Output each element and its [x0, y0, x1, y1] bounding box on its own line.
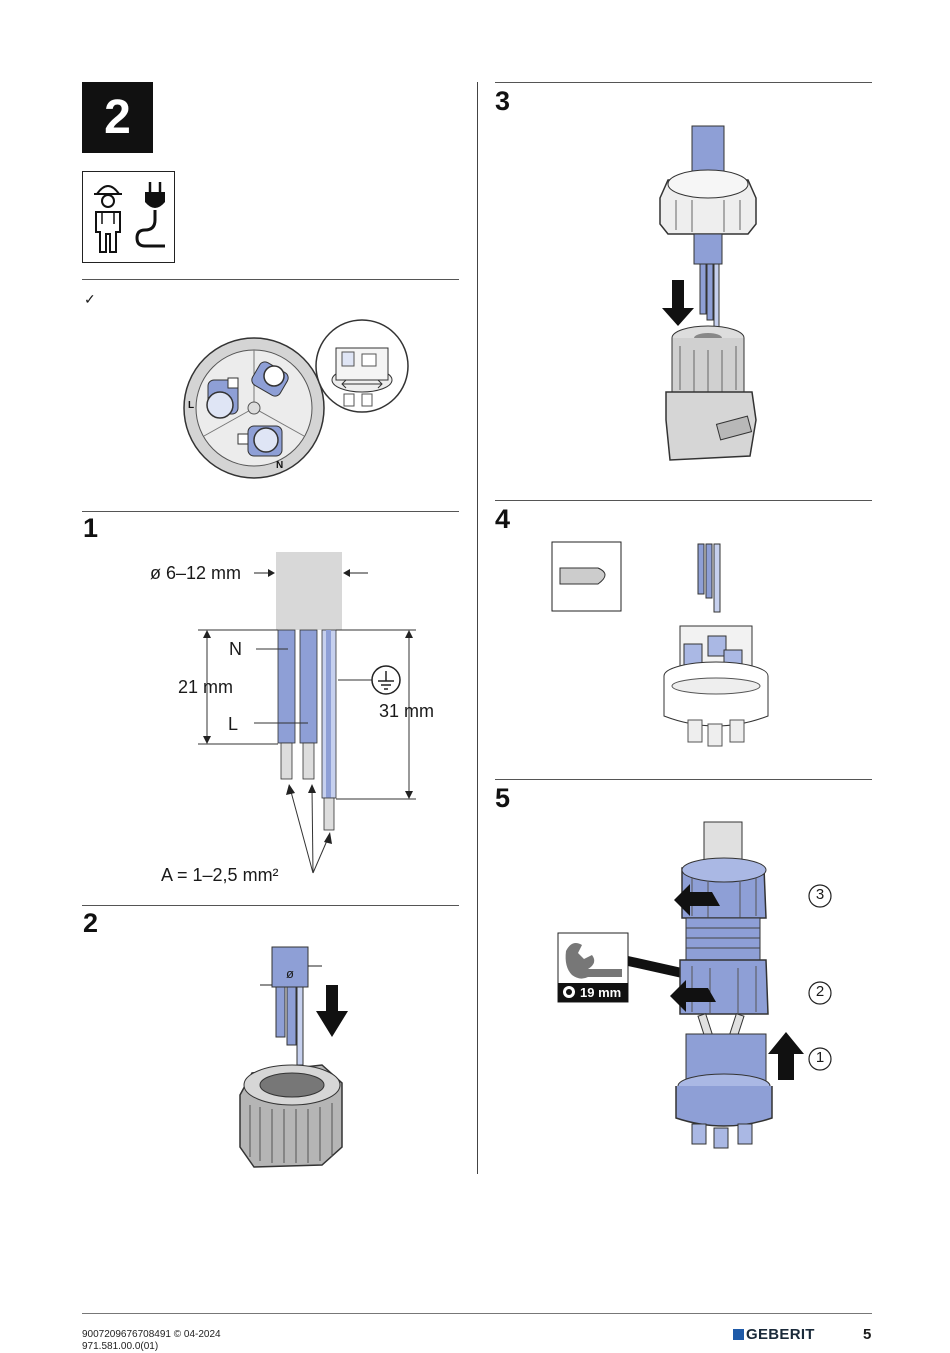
brand-name: GEBERIT [746, 1326, 815, 1343]
circled-step-2: 2 [815, 983, 825, 1000]
terminal-block-diagram: L N [183, 319, 409, 479]
footer-rule [82, 1313, 872, 1314]
arrow-up-icon [768, 1032, 804, 1080]
footer-doc-number: 971.581.00.0(01) [82, 1341, 159, 1352]
neutral-wire-label: N [229, 639, 242, 659]
divider [82, 905, 459, 906]
wire-stripping-diagram [198, 552, 416, 874]
step-number: 4 [495, 504, 511, 534]
strip-length-short-label: 21 mm [178, 677, 234, 697]
check-mark: ✓ [84, 291, 96, 307]
column-divider [477, 82, 478, 1174]
rotate-arrow-icon [674, 884, 720, 916]
wrench-icon [565, 943, 622, 979]
terminal-label-l: L [188, 400, 194, 411]
tool-diameter-label: ø [286, 966, 294, 981]
brand-mark-icon [733, 1329, 744, 1340]
wrench-size-box [557, 932, 629, 1003]
wrench-size-label: 19 mm [580, 985, 622, 1000]
rotate-arrow-icon [670, 980, 716, 1012]
divider [495, 500, 872, 501]
wire-area-label: A = 1–2,5 mm² [161, 865, 279, 885]
step-number: 2 [83, 908, 99, 938]
installer-icon [94, 185, 122, 253]
step-number: 3 [495, 86, 511, 116]
terminal-insertion-diagram [663, 543, 769, 747]
terminal-label-n: N [276, 460, 283, 471]
screwdriver-icon [551, 541, 622, 612]
circled-step-1: 1 [815, 1049, 825, 1066]
arrow-down-icon [662, 280, 694, 326]
page-number: 5 [863, 1326, 872, 1343]
final-assembly-diagram [628, 821, 832, 1149]
section-number-badge: 2 [82, 82, 153, 153]
step-number: 1 [83, 513, 99, 543]
circled-step-3: 3 [815, 886, 825, 903]
strip-length-long-label: 31 mm [379, 701, 435, 721]
divider [495, 779, 872, 780]
divider [82, 279, 459, 280]
power-plug-icon [135, 182, 165, 248]
step-number: 5 [495, 783, 511, 813]
divider [495, 82, 872, 83]
installer-electric-icon-box [82, 171, 175, 263]
cable-gland-assembly-diagram [659, 125, 757, 461]
cable-diameter-label: ø 6–12 mm [150, 563, 242, 583]
divider [82, 511, 459, 512]
arrow-down-icon [316, 985, 348, 1037]
nut-insertion-diagram [239, 946, 348, 1168]
live-wire-label: L [228, 714, 239, 734]
footer-doc-id: 9007209676708491 © 04-2024 [82, 1329, 221, 1340]
